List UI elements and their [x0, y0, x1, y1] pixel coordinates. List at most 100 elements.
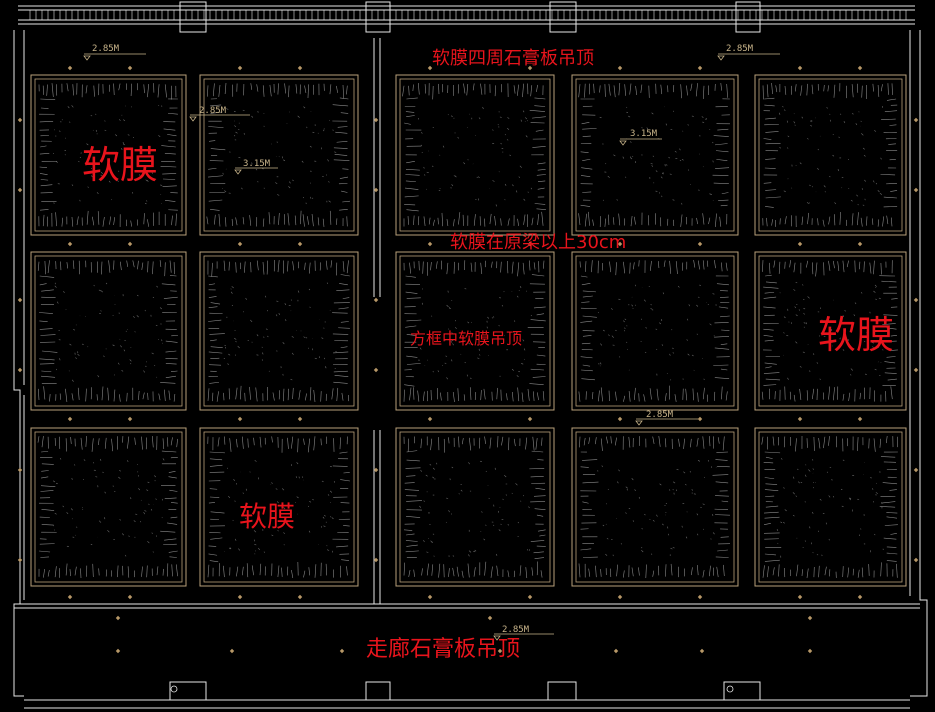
light-fixture-icon — [697, 594, 703, 600]
light-fixture-icon — [699, 648, 705, 654]
light-fixture-icon — [527, 241, 533, 247]
soft-film-label-left: 软膜 — [82, 143, 159, 187]
light-fixture-icon — [17, 187, 23, 193]
light-fixture-icon — [427, 241, 433, 247]
soft-film-panels — [30, 74, 907, 587]
light-fixture-icon — [373, 557, 379, 563]
film-above-beam-label: 软膜在原梁以上30cm — [450, 232, 627, 253]
light-fixture-icon — [617, 416, 623, 422]
light-fixture-icon — [17, 117, 23, 123]
level-mark-4: 3.15M — [243, 159, 271, 169]
soft-film-panel — [199, 74, 359, 236]
soft-film-panel — [30, 251, 187, 411]
light-fixture-icon — [229, 648, 235, 654]
light-fixture-icon — [427, 65, 433, 71]
soft-film-panel — [754, 251, 907, 411]
light-fixture-icon — [297, 416, 303, 422]
light-fixture-icon — [127, 65, 133, 71]
light-fixture-icon — [127, 416, 133, 422]
level-mark-6: 2.85M — [646, 410, 674, 420]
soft-film-label-right: 软膜 — [818, 313, 895, 357]
light-fixture-icon — [237, 65, 243, 71]
light-fixture-icon — [237, 594, 243, 600]
light-fixture-icon — [527, 65, 533, 71]
level-mark-7: 2.85M — [502, 625, 530, 635]
soft-film-panel — [571, 251, 739, 411]
light-fixture-icon — [527, 594, 533, 600]
soft-film-label-bottom: 软膜 — [239, 500, 296, 533]
light-fixture-icon — [857, 65, 863, 71]
light-fixture-icon — [487, 615, 493, 621]
wall-lines — [13, 1, 928, 709]
light-fixture-icon — [67, 65, 73, 71]
light-fixture-icon — [17, 467, 23, 473]
level-mark-1: 2.85M — [92, 44, 120, 54]
light-fixture-icon — [127, 241, 133, 247]
light-fixture-icon — [807, 648, 813, 654]
light-fixture-icon — [297, 594, 303, 600]
light-fixture-icon — [857, 416, 863, 422]
light-fixture-icon — [613, 648, 619, 654]
light-fixture-icon — [857, 594, 863, 600]
light-fixture-icon — [297, 241, 303, 247]
light-fixture-icon — [339, 648, 345, 654]
light-fixture-icon — [807, 615, 813, 621]
light-fixture-icon — [913, 117, 919, 123]
light-fixture-icon — [67, 241, 73, 247]
light-fixture-icon — [617, 241, 623, 247]
light-fixture-icon — [797, 416, 803, 422]
level-mark-3: 2.85M — [199, 106, 227, 116]
light-fixture-icon — [427, 416, 433, 422]
soft-film-panel — [199, 427, 359, 587]
light-fixture-icon — [427, 594, 433, 600]
light-fixture-icon — [857, 241, 863, 247]
light-fixture-icon — [17, 297, 23, 303]
corridor-label: 走廊石膏板吊顶 — [366, 637, 521, 662]
soft-film-panel — [754, 427, 907, 587]
soft-film-panel — [571, 427, 739, 587]
light-fixture-icon — [497, 648, 503, 654]
light-fixture-icon — [237, 416, 243, 422]
light-fixture-icon — [17, 367, 23, 373]
level-mark-5: 3.15M — [630, 129, 658, 139]
soft-film-panel — [395, 251, 555, 411]
soft-film-panel — [571, 74, 739, 236]
light-fixture-icon — [373, 297, 379, 303]
light-fixture-icon — [527, 416, 533, 422]
light-fixture-icon — [127, 594, 133, 600]
light-fixture-icon — [297, 65, 303, 71]
light-fixture-icon — [67, 594, 73, 600]
light-fixture-icon — [617, 65, 623, 71]
column-markers — [170, 685, 734, 693]
light-fixture-icon — [373, 367, 379, 373]
light-fixture-icon — [697, 241, 703, 247]
gypsum-perimeter-label: 软膜四周石膏板吊顶 — [432, 48, 594, 69]
light-fixture-icon — [67, 416, 73, 422]
level-mark-2: 2.85M — [726, 44, 754, 54]
frame-film-label: 方框中软膜吊顶 — [410, 329, 523, 348]
light-fixtures — [17, 65, 919, 654]
light-fixture-icon — [797, 594, 803, 600]
light-fixture-icon — [115, 648, 121, 654]
light-fixture-icon — [373, 467, 379, 473]
light-fixture-icon — [913, 467, 919, 473]
light-fixture-icon — [697, 416, 703, 422]
soft-film-panel — [30, 74, 187, 236]
light-fixture-icon — [913, 367, 919, 373]
light-fixture-icon — [697, 65, 703, 71]
soft-film-panel — [754, 74, 907, 236]
top-band-ticks — [29, 10, 907, 20]
soft-film-panel — [199, 251, 359, 411]
light-fixture-icon — [797, 241, 803, 247]
light-fixture-icon — [913, 187, 919, 193]
light-fixture-icon — [373, 117, 379, 123]
light-fixture-icon — [373, 187, 379, 193]
light-fixture-icon — [115, 615, 121, 621]
light-fixture-icon — [237, 241, 243, 247]
light-fixture-icon — [617, 594, 623, 600]
soft-film-panel — [395, 74, 555, 236]
light-fixture-icon — [913, 297, 919, 303]
light-fixture-icon — [913, 557, 919, 563]
light-fixture-icon — [797, 65, 803, 71]
